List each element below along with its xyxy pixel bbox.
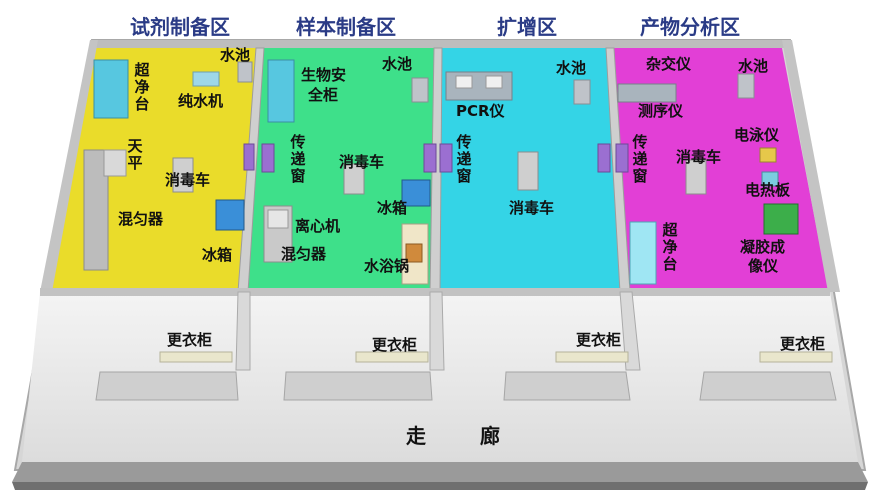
back-wall [92,40,790,48]
locker-2 [355,351,429,363]
centrifuge [267,209,289,229]
balance [103,149,127,177]
zone-title-reagent: 试剂制备区 [130,15,230,39]
label-locker-sample: 更衣柜 [372,336,418,354]
label-hot-plate: 电热板 [745,181,791,199]
label-sink-amplify: 水池 [556,59,587,77]
label-pass-window-product: 传递窗 [632,133,648,185]
biosafety-cabinet [267,59,295,123]
label-fridge-reagent: 冰箱 [202,246,233,264]
label-gel-imager-1: 凝胶成 [740,238,786,256]
label-ultra-clean-bench-product: 超净台 [662,221,678,273]
pcr-machine [455,75,473,89]
label-locker-product: 更衣柜 [780,335,826,353]
zone-title-amplify: 扩增区 [497,15,557,39]
label-locker-reagent: 更衣柜 [167,331,213,349]
label-corridor-2: 廊 [480,424,500,448]
label-sequencer: 测序仪 [638,102,684,120]
zone-title-sample: 样本制备区 [296,15,396,39]
label-pass-window-sample: 传递窗 [290,133,306,185]
label-mixer-sample: 混匀器 [281,245,327,263]
label-pass-window-amplify: 传递窗 [456,133,472,185]
corridor-floor [22,292,858,462]
label-pure-water: 纯水机 [178,92,224,110]
fridge-reagent [215,199,245,231]
front-wall-shadow [12,482,868,490]
hybridizer-bench [617,83,677,103]
label-disinfect-cart-sample: 消毒车 [339,153,385,171]
fridge-sample [401,179,431,207]
locker-room-wall-4 [699,371,837,401]
label-disinfect-cart-reagent: 消毒车 [165,171,211,189]
locker-room-divider-2 [429,291,445,371]
locker-room-divider-1 [235,291,251,371]
sink-amplify [573,79,591,105]
ultra-clean-bench-reagent [93,59,129,119]
front-wall [12,462,868,482]
pcr-machine-2 [485,75,503,89]
label-biosafety-cabinet-1: 生物安 [301,66,347,84]
ultra-clean-bench-product [629,221,657,285]
locker-room-wall-2 [283,371,433,401]
hot-plate-device [761,171,779,187]
pass-window-product [615,143,629,173]
disinfect-cart-sample [343,163,365,195]
label-hybridizer: 杂交仪 [646,55,692,73]
label-disinfect-cart-amplify: 消毒车 [509,199,555,217]
disinfect-cart-reagent [172,157,194,193]
pass-window-amplify-left [439,143,453,173]
label-sink-reagent: 水池 [220,46,251,64]
sink-reagent [237,61,253,83]
sink-sample [411,77,429,103]
pass-window-amplify-right [597,143,611,173]
label-fridge-sample: 冰箱 [377,199,408,217]
pass-window-sample-left [261,143,275,173]
gel-imager-device [763,203,799,235]
electrophoresis-device [759,147,777,163]
sink-product [737,73,755,99]
locker-room-divider-3 [619,291,641,371]
label-biosafety-cabinet-2: 全柜 [308,86,339,104]
label-centrifuge: 离心机 [295,217,341,235]
label-balance: 天平 [127,137,143,172]
label-disinfect-cart-product: 消毒车 [676,148,722,166]
zone-title-product: 产物分析区 [640,15,740,39]
right-wall [782,40,840,292]
label-corridor-1: 走 [406,424,426,448]
label-electrophoresis: 电泳仪 [734,126,780,144]
label-water-bath: 水浴锅 [364,257,410,275]
disinfect-cart-product [685,159,707,195]
locker-room-wall-3 [503,371,631,401]
pure-water-machine [192,71,220,87]
label-locker-amplify: 更衣柜 [576,331,622,349]
pass-window-sample-right [423,143,437,173]
label-sink-sample: 水池 [382,55,413,73]
locker-3 [555,351,629,363]
left-wall [40,40,98,292]
label-gel-imager-2: 像仪 [748,257,779,275]
locker-room-wall-1 [95,371,239,401]
locker-1 [159,351,233,363]
label-sink-product: 水池 [738,57,769,75]
pass-window-reagent [243,143,255,171]
label-pcr: PCR仪 [456,102,505,120]
label-mixer-reagent: 混匀器 [118,210,164,228]
locker-4 [759,351,833,363]
disinfect-cart-amplify [517,151,539,191]
water-bath [405,243,423,263]
label-ultra-clean-bench-reagent: 超净台 [134,61,150,113]
